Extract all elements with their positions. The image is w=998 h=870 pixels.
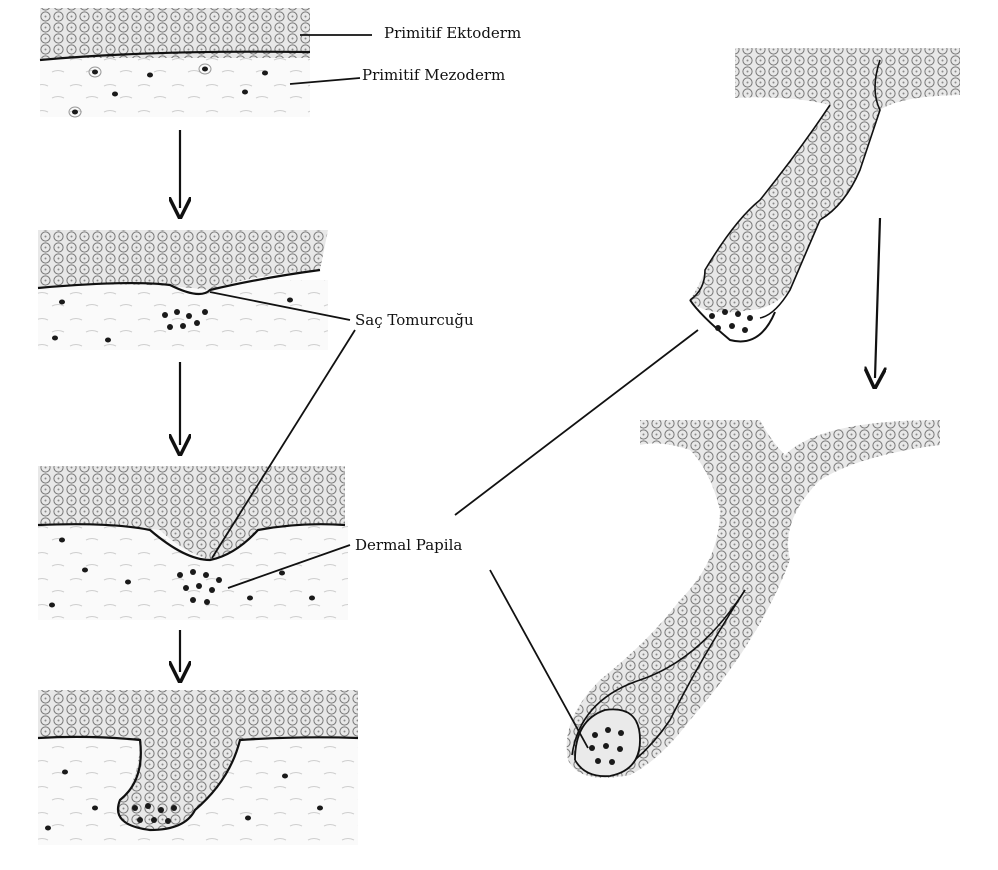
label-hair-bud: Saç Tomurcuğu bbox=[355, 311, 474, 329]
label-dermal-papilla: Dermal Papila bbox=[355, 536, 462, 554]
stage-primitive-skin bbox=[40, 8, 310, 117]
label-primitive-ectoderm: Primitif Ektoderm bbox=[384, 24, 521, 42]
leader-lines bbox=[210, 35, 698, 748]
follicle-epithelium bbox=[690, 48, 960, 312]
stage-elongating-peg bbox=[38, 690, 358, 845]
stage-follicle-with-bud bbox=[690, 48, 960, 341]
stage-mature-follicle bbox=[567, 420, 940, 778]
mesoderm-tissue bbox=[40, 52, 310, 117]
dermal-papilla-cells bbox=[709, 309, 753, 333]
ectoderm-tissue bbox=[40, 8, 310, 58]
stage-hair-germ bbox=[38, 230, 328, 350]
leader-papilla-stage6 bbox=[490, 570, 588, 748]
arrow-stage-5-to-6 bbox=[875, 218, 880, 378]
stage-hair-peg bbox=[38, 466, 348, 620]
label-primitive-mesoderm: Primitif Mezoderm bbox=[362, 66, 505, 84]
